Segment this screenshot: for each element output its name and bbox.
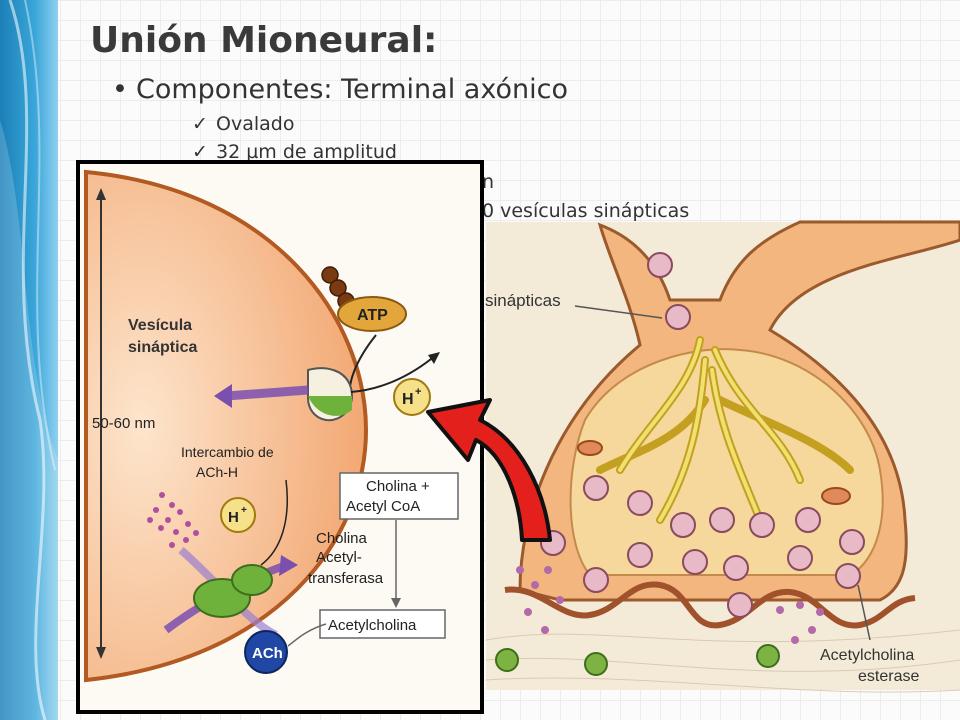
enzyme-label-line1: Cholina [316, 530, 368, 547]
slide-title: Unión Mioneural: [90, 20, 438, 61]
partial-text-line: n [482, 171, 495, 193]
atp-molecule [337, 296, 407, 332]
background-label-esterase-2: esterase [858, 668, 919, 685]
choline-box-line1: Cholina + [366, 478, 430, 495]
proton-ion-inside [220, 497, 256, 533]
background-label-vesicles: sinápticas [485, 291, 561, 310]
h-plus-label: H [402, 391, 414, 408]
vesicle-label-line2: sináptica [128, 339, 197, 356]
proton-ion [393, 378, 431, 416]
exchange-label-line2: ACh-H [196, 464, 238, 480]
h-plus-sign: + [415, 386, 421, 398]
checkmark-icon: ✓ [192, 141, 208, 163]
bullet-item: • Componentes: Terminal axónico [112, 74, 568, 105]
choline-box-line2: Acetyl CoA [346, 498, 420, 515]
check-item: ✓ 32 µm de amplitud [192, 141, 397, 163]
acetylcholine-box [319, 609, 446, 639]
red-arrow-icon [426, 398, 552, 542]
atp-label: ATP [357, 307, 388, 324]
ach-ball-label: ACh [252, 645, 283, 662]
check-item: ✓ Ovalado [192, 113, 294, 135]
check-text: 32 µm de amplitud [216, 141, 397, 163]
checkmark-icon: ✓ [192, 113, 208, 135]
decorative-side-band [0, 0, 58, 720]
ach-molecule [244, 630, 288, 674]
h-plus-inside-label: H [228, 509, 239, 526]
partial-text-line: 0 vesículas sinápticas [482, 200, 690, 222]
vesicle-label-line1: Vesícula [128, 317, 192, 334]
vesicle-inset: 50-60 nm Vesícula sináptica ATP H + Inte… [76, 160, 484, 714]
check-text: Ovalado [216, 113, 295, 135]
exchange-label-line1: Intercambio de [181, 444, 274, 460]
bullet-dot-icon: • [112, 74, 128, 105]
acetylcholine-box-label: Acetylcholina [328, 617, 417, 634]
enzyme-label-line2: Acetyl- [316, 549, 362, 566]
h-plus-inside-sign: + [241, 505, 247, 516]
choline-acetylcoa-box [339, 472, 459, 520]
dimension-label: 50-60 nm [92, 415, 155, 432]
enzyme-label-line3: transferasa [308, 570, 384, 587]
background-label-esterase-1: Acetylcholina [820, 647, 914, 664]
bullet-text: Componentes: Terminal axónico [136, 74, 568, 105]
